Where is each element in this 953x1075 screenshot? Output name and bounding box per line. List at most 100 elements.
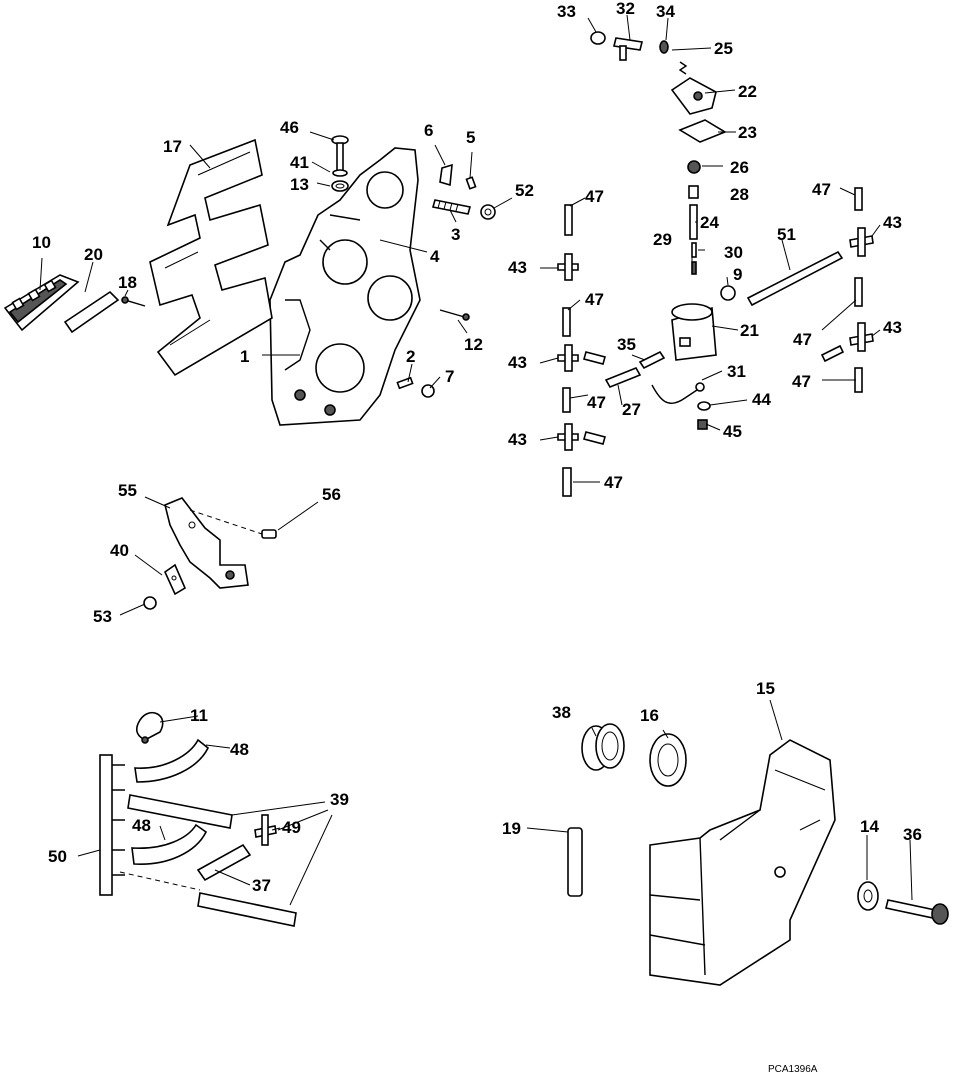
callout-26: 26 <box>730 158 749 177</box>
hose-39-b-part <box>197 892 297 927</box>
callout-1: 1 <box>240 347 249 366</box>
callout-29: 29 <box>653 230 672 249</box>
spring-25-part <box>678 61 688 75</box>
callout-labels: 1 2 3 4 5 6 7 9 10 11 12 13 14 15 16 17 … <box>32 0 922 895</box>
callout-24: 24 <box>700 213 719 232</box>
callout-48-a: 48 <box>230 740 249 759</box>
wire-31-part <box>651 382 705 404</box>
o-ring-34-part <box>659 40 669 54</box>
callout-10: 10 <box>32 233 51 252</box>
washer-44-part <box>697 401 711 411</box>
screw-18-part <box>121 296 146 307</box>
ring-26-part <box>687 160 701 174</box>
tube-19-part <box>567 827 583 897</box>
collar-38-part <box>581 723 625 771</box>
callout-40: 40 <box>110 541 129 560</box>
callout-4: 4 <box>430 247 440 266</box>
callout-50: 50 <box>48 847 67 866</box>
callout-48-b: 48 <box>132 816 151 835</box>
callout-5: 5 <box>466 128 475 147</box>
pump-body-21-part <box>671 303 717 361</box>
callout-47-b: 47 <box>585 290 604 309</box>
fitting-49-part <box>254 814 277 846</box>
callout-25: 25 <box>714 39 733 58</box>
intake-manifold-part <box>269 147 421 426</box>
callout-43-e: 43 <box>883 318 902 337</box>
reed-plate-part <box>3 274 80 332</box>
callout-39: 39 <box>330 790 349 809</box>
callout-47-d: 47 <box>604 473 623 492</box>
callout-30: 30 <box>724 243 743 262</box>
callout-11: 11 <box>190 706 208 725</box>
callout-43-a: 43 <box>508 258 527 277</box>
hose-35-part <box>638 350 666 370</box>
pin-30-part <box>691 242 697 258</box>
hose-48-b-part <box>131 823 208 865</box>
callout-46: 46 <box>280 118 299 137</box>
hose-47-f-part <box>854 277 863 307</box>
hose-47-c-part <box>562 351 606 413</box>
bracket-50-part <box>99 754 125 896</box>
spring-29-part <box>691 261 697 275</box>
screw-56-part <box>261 529 277 539</box>
leader-lines <box>39 14 913 906</box>
seal-16-part <box>649 733 687 787</box>
callout-35: 35 <box>617 335 636 354</box>
clamp-9-part <box>720 285 736 301</box>
callout-2: 2 <box>406 347 415 366</box>
callout-28: 28 <box>730 185 749 204</box>
manifold-gasket-part <box>149 138 273 377</box>
screw-36-part <box>885 899 949 925</box>
callout-49: 49 <box>282 818 301 837</box>
screw-12-part <box>439 309 470 321</box>
callout-47-a: 47 <box>585 187 604 206</box>
callout-16: 16 <box>640 706 659 725</box>
hose-47-d-part <box>562 467 572 497</box>
callout-45: 45 <box>723 422 742 441</box>
callout-27: 27 <box>622 400 641 419</box>
callout-21: 21 <box>740 321 759 340</box>
reed-gasket-part <box>63 290 120 334</box>
o-ring-13-part <box>331 180 349 192</box>
callout-3: 3 <box>451 225 460 244</box>
pin-2-part <box>396 376 414 390</box>
nut-45-part <box>697 419 708 430</box>
callout-15: 15 <box>756 679 775 698</box>
callout-12: 12 <box>464 335 483 354</box>
callout-20: 20 <box>84 245 103 264</box>
tee-43-e-part <box>849 227 874 257</box>
callout-6: 6 <box>424 121 433 140</box>
callout-43-d: 43 <box>883 213 902 232</box>
callout-52: 52 <box>515 181 534 200</box>
callout-9: 9 <box>733 265 742 284</box>
callout-34: 34 <box>656 2 675 21</box>
hose-47-g-part <box>854 367 863 393</box>
tee-43-a-part <box>557 253 579 281</box>
fitting-32-part <box>613 37 643 61</box>
clamp-11-part <box>135 711 164 744</box>
callout-14: 14 <box>860 817 879 836</box>
bolt-46-part <box>331 135 349 172</box>
washer-41-part <box>332 169 348 177</box>
callout-18: 18 <box>118 273 137 292</box>
callout-47-c: 47 <box>587 393 606 412</box>
tee-43-b-part <box>557 344 579 372</box>
hose-48-a-part <box>134 738 210 783</box>
screw-53-part <box>143 596 157 610</box>
callout-56: 56 <box>322 485 341 504</box>
callout-55: 55 <box>118 481 137 500</box>
diagram-code: PCA1396A <box>768 1064 818 1075</box>
grommet-14-part <box>857 881 879 911</box>
screw-5-part <box>465 176 477 190</box>
hose-47-e-part <box>854 187 863 211</box>
hose-dash-line <box>119 871 201 891</box>
hose-39-a-part <box>127 794 233 829</box>
callout-36: 36 <box>903 825 922 844</box>
callout-13: 13 <box>290 175 309 194</box>
bracket-dash-line <box>189 509 263 535</box>
callout-17: 17 <box>163 137 182 156</box>
callout-23: 23 <box>738 123 757 142</box>
gasket-23-part <box>678 119 727 143</box>
